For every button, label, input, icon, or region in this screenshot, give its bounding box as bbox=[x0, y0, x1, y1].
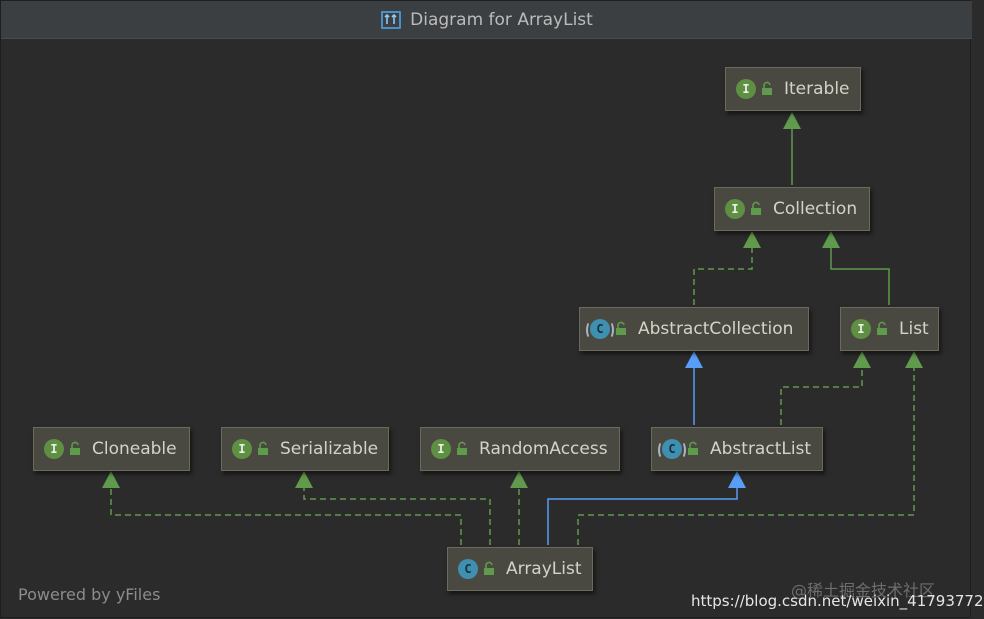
public-lock-icon bbox=[70, 441, 80, 455]
public-lock-icon bbox=[457, 441, 467, 455]
abstract-class-icon: C bbox=[586, 319, 614, 339]
edge-abstractcollection-collection bbox=[693, 231, 761, 305]
edge-arraylist-abstractlist bbox=[547, 471, 746, 545]
node-label: Serializable bbox=[280, 439, 379, 459]
node-label: Iterable bbox=[784, 79, 850, 99]
public-lock-icon bbox=[484, 561, 494, 575]
interface-icon: I bbox=[44, 439, 64, 459]
interface-icon: I bbox=[725, 199, 745, 219]
node-cloneable[interactable]: I Cloneable bbox=[33, 427, 190, 471]
node-arraylist[interactable]: C ArrayList bbox=[447, 547, 593, 591]
interface-icon: I bbox=[736, 79, 756, 99]
public-lock-icon bbox=[258, 441, 268, 455]
node-label: Collection bbox=[773, 199, 858, 219]
node-serializable[interactable]: I Serializable bbox=[221, 427, 389, 471]
node-label: RandomAccess bbox=[479, 439, 608, 459]
edge-arraylist-serializable bbox=[295, 471, 491, 545]
edge-arraylist-list bbox=[577, 351, 923, 545]
edge-arraylist-randomaccess bbox=[510, 471, 528, 545]
public-lock-icon bbox=[751, 201, 761, 215]
diagram-canvas: I Iterable I Collection C AbstractCollec… bbox=[1, 39, 984, 619]
edge-collection-iterable bbox=[783, 112, 801, 185]
node-label: ArrayList bbox=[506, 559, 582, 579]
powered-by-label: Powered by yFiles bbox=[18, 585, 161, 604]
class-icon: C bbox=[458, 559, 478, 579]
public-lock-icon bbox=[688, 441, 698, 455]
node-label: AbstractCollection bbox=[638, 319, 794, 339]
interface-icon: I bbox=[851, 319, 871, 339]
public-lock-icon bbox=[762, 81, 772, 95]
node-list[interactable]: I List bbox=[840, 307, 939, 351]
node-label: AbstractList bbox=[710, 439, 812, 459]
interface-icon: I bbox=[431, 439, 451, 459]
node-randomaccess[interactable]: I RandomAccess bbox=[420, 427, 620, 471]
interface-icon: I bbox=[232, 439, 252, 459]
watermark-url: https://blog.csdn.net/weixin_41793772 bbox=[691, 592, 984, 610]
edge-abstractlist-list bbox=[780, 351, 871, 425]
edge-layer bbox=[102, 112, 923, 545]
edge-list-collection bbox=[822, 231, 890, 305]
node-iterable[interactable]: I Iterable bbox=[725, 67, 861, 111]
watermark-site: @稀土掘金技术社区 bbox=[791, 581, 936, 600]
public-lock-icon bbox=[616, 321, 626, 335]
title-bar: Diagram for ArrayList bbox=[1, 1, 972, 39]
abstract-class-icon: C bbox=[658, 439, 686, 459]
edge-arraylist-cloneable bbox=[102, 471, 462, 545]
node-collection[interactable]: I Collection bbox=[714, 187, 870, 231]
diagram-icon bbox=[381, 10, 402, 29]
node-label: List bbox=[899, 319, 929, 339]
public-lock-icon bbox=[877, 321, 887, 335]
node-label: Cloneable bbox=[92, 439, 177, 459]
window-title: Diagram for ArrayList bbox=[410, 9, 593, 30]
node-abstractlist[interactable]: C AbstractList bbox=[651, 427, 823, 471]
edge-abstractlist-abstractcollection bbox=[685, 351, 703, 425]
node-abstractcollection[interactable]: C AbstractCollection bbox=[579, 307, 809, 351]
